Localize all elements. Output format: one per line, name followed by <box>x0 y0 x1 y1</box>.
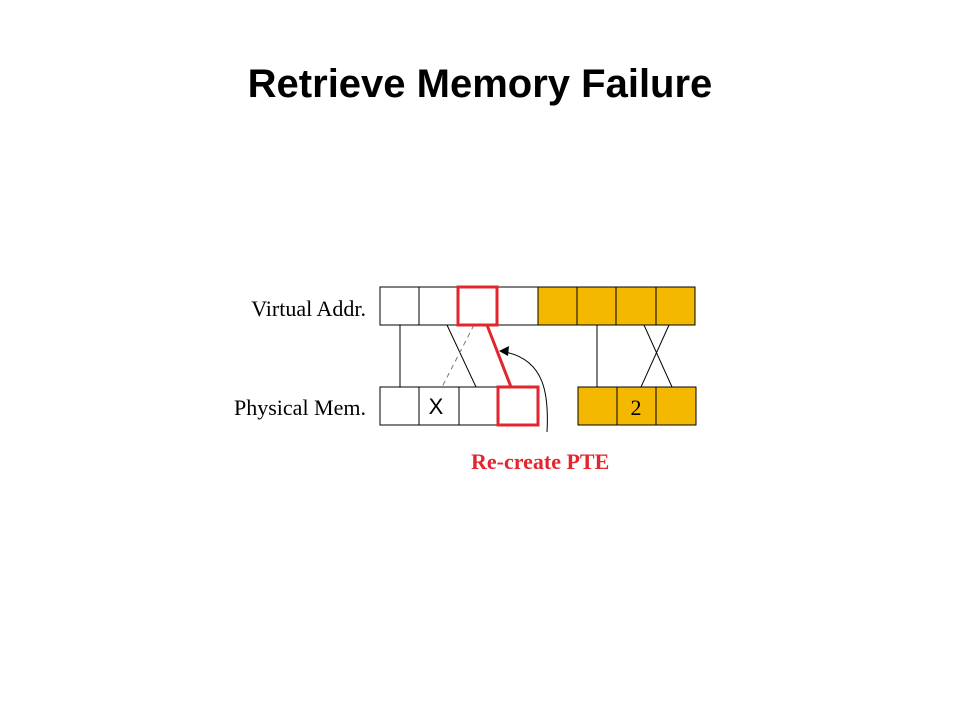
virtual-cell-1 <box>379 286 420 326</box>
virtual-cell-7 <box>615 286 657 326</box>
physical-mem-row-left <box>379 386 539 426</box>
annotation-arrow <box>504 351 548 433</box>
physical-cell-1 <box>379 386 420 426</box>
virtual-cell-6 <box>576 286 617 326</box>
physical-cell-6 <box>616 386 657 426</box>
virtual-cell-5 <box>537 286 578 326</box>
highlighted-virtual-cell <box>456 285 499 327</box>
arrow-head-icon <box>499 346 509 356</box>
failed-page-mark: X <box>429 394 444 419</box>
physical-cell-4 <box>497 386 539 426</box>
virtual-addr-row <box>379 286 696 326</box>
virtual-addr-label: Virtual Addr. <box>251 296 366 321</box>
virtual-cell-2 <box>418 286 459 326</box>
mapping-line-5 <box>640 324 670 388</box>
physical-cell-5 <box>577 386 618 426</box>
virtual-cell-3 <box>457 286 498 326</box>
mapping-line-2 <box>446 324 477 388</box>
slide-title: Retrieve Memory Failure <box>247 62 713 106</box>
page-number-mark: 2 <box>631 395 642 420</box>
broken-mapping-line <box>441 324 475 388</box>
physical-cell-3 <box>458 386 499 426</box>
highlighted-physical-cell <box>496 385 540 427</box>
physical-mem-label: Physical Mem. <box>234 395 366 420</box>
mapping-line-4 <box>643 324 673 388</box>
physical-cell-7 <box>655 386 697 426</box>
physical-cell-2 <box>418 386 460 426</box>
virtual-cell-4 <box>496 286 539 326</box>
recreated-mapping-line <box>485 324 513 388</box>
virtual-cell-8 <box>655 286 696 326</box>
recreate-pte-label: Re-create PTE <box>471 449 609 474</box>
